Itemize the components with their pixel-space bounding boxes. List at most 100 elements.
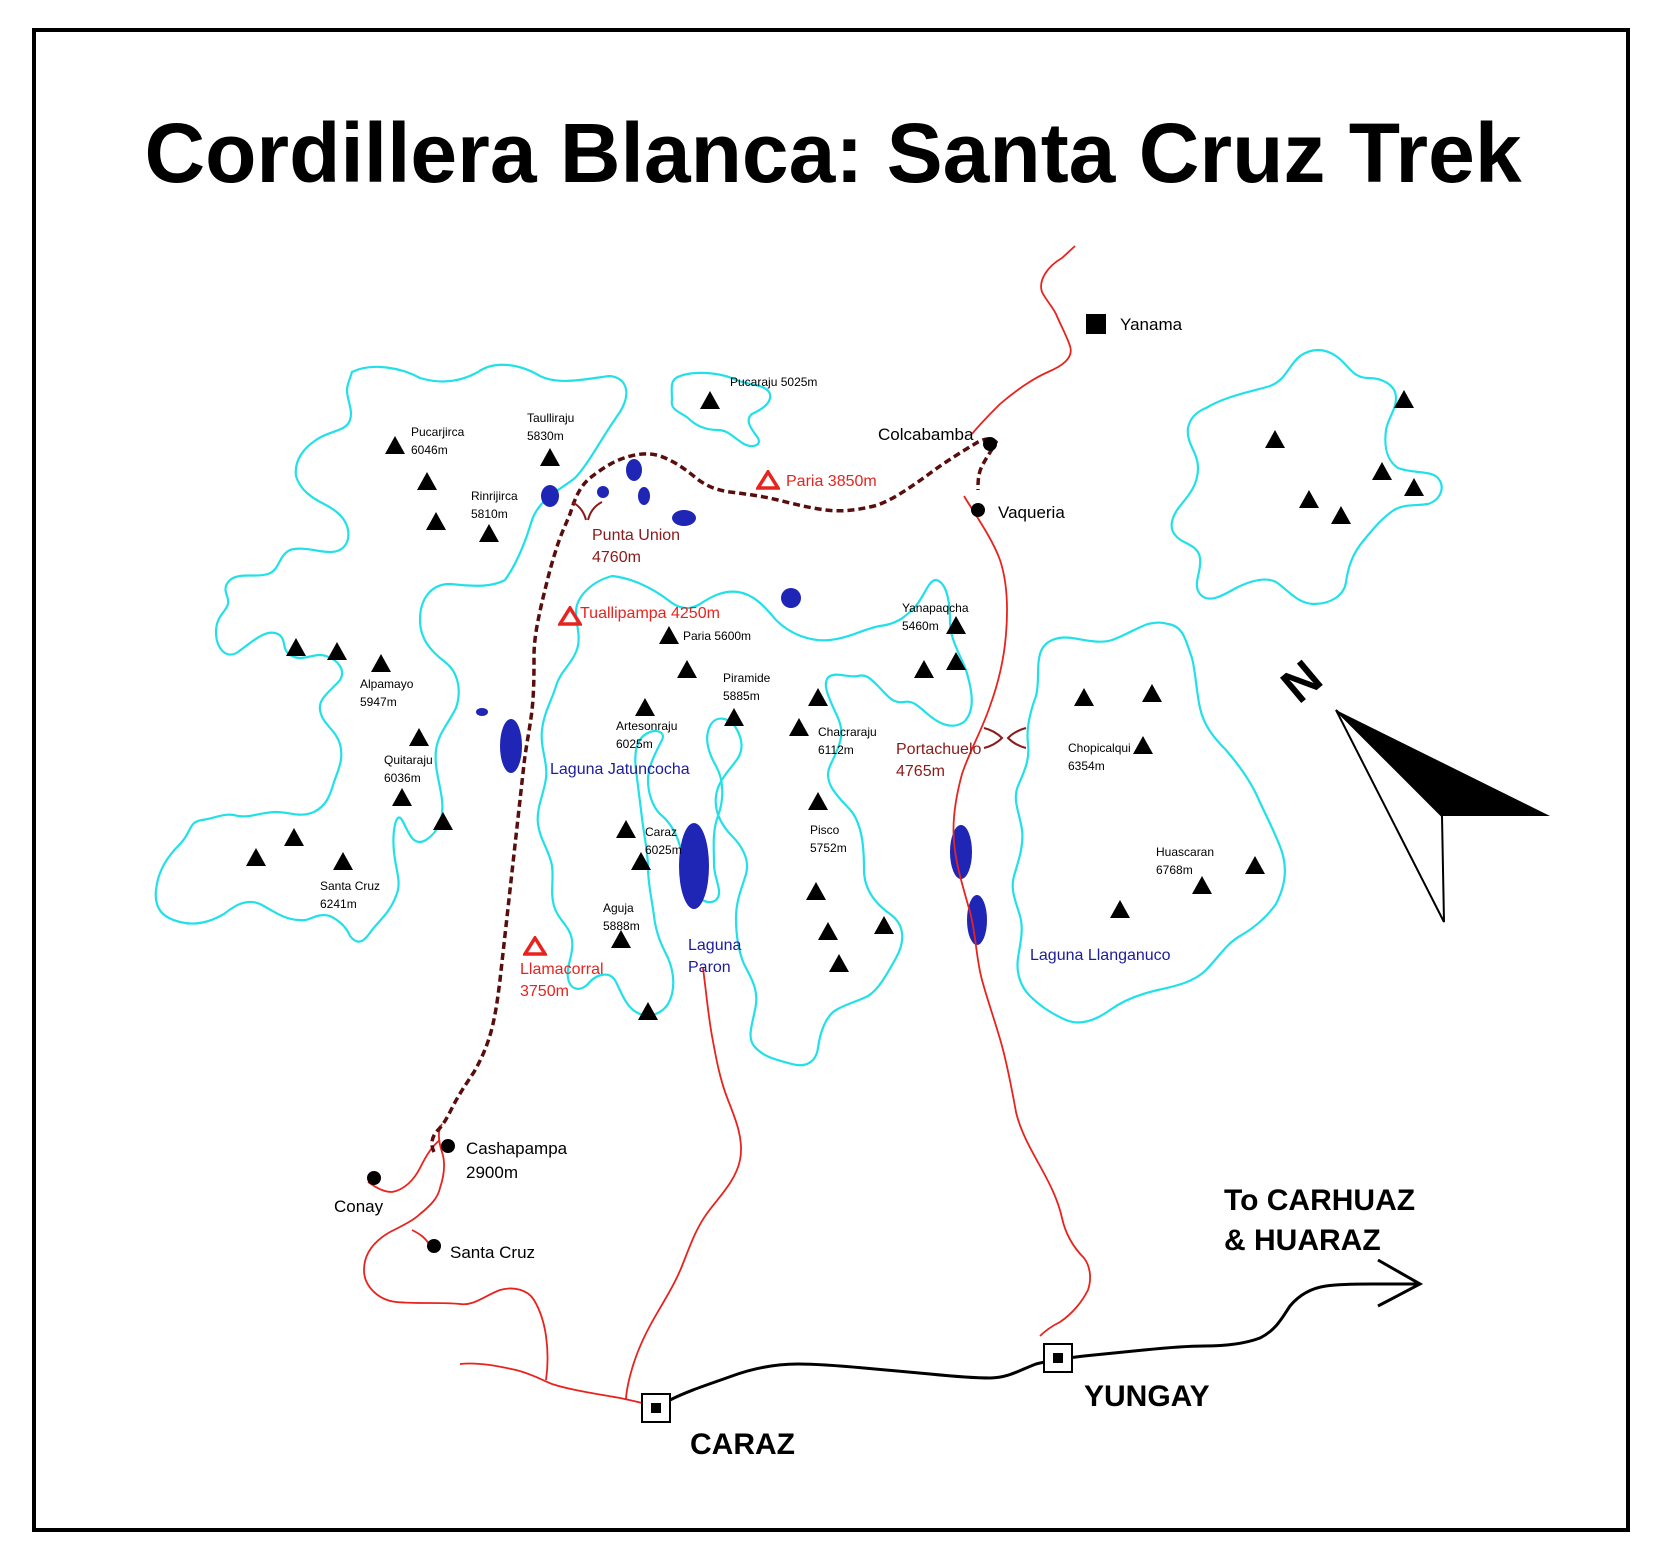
glacier-east-huascaran	[1011, 621, 1286, 1024]
peak-triangle-icon	[1372, 462, 1392, 480]
peak-name: Pisco	[810, 823, 840, 837]
lake-labels: Laguna Jatuncocha Laguna Paron Laguna Ll…	[550, 761, 1171, 976]
peak-name: Chopicalqui	[1068, 741, 1131, 755]
laguna-paron-water	[679, 823, 709, 909]
laguna-llanganuco-lower	[967, 895, 987, 945]
village-label: Colcabamba	[878, 425, 974, 444]
peak-label-paria: Paria 5600m	[683, 629, 751, 643]
pass-elev: 4760m	[592, 549, 641, 566]
peak-name: Pucarjirca	[411, 425, 465, 439]
peak-triangle-icon	[433, 812, 453, 830]
campsite-triangle-icon	[523, 936, 547, 956]
peak-triangle-icon	[638, 1002, 658, 1020]
pass-markers	[571, 501, 1027, 749]
peak-triangle-icon	[385, 436, 405, 454]
peak-triangle-icon	[1192, 876, 1212, 894]
peak-triangle-icon	[417, 472, 437, 490]
village-dot-icon	[971, 503, 985, 517]
village-elev: 2900m	[466, 1163, 518, 1182]
lake-label: Paron	[688, 959, 731, 976]
roads	[363, 245, 1091, 1405]
peak-elev: 6025m	[616, 737, 653, 751]
city-label: YUNGAY	[1084, 1380, 1210, 1413]
peak-labels: Pucaraju 5025m Pucarjirca 6046m Taullira…	[320, 375, 1214, 933]
road-yanama	[971, 245, 1076, 435]
peak-triangle-icon	[371, 654, 391, 672]
peak-triangle-icon	[540, 448, 560, 466]
peak-name: Alpamayo	[360, 677, 414, 691]
road-santa-cruz-spur	[411, 1229, 431, 1247]
peak-triangle-icon	[392, 788, 412, 806]
peak-name: Artesonraju	[616, 719, 677, 733]
peak-elev: 6046m	[411, 443, 448, 457]
mountain-pass-icon	[571, 501, 603, 521]
peak-elev: 6241m	[320, 897, 357, 911]
village-dot-icon	[427, 1239, 441, 1253]
peak-triangle-icon	[677, 660, 697, 678]
village-label: Cashapampa	[466, 1139, 568, 1158]
settlement-markers	[367, 314, 1106, 1423]
mountain-pass-icon	[983, 727, 1027, 749]
direction-arrowhead-icon	[1377, 1258, 1424, 1308]
peak-triangle-icon	[700, 391, 720, 409]
lake-label: Laguna Jatuncocha	[550, 761, 690, 778]
town-square-icon	[1086, 314, 1106, 334]
camp-label: Llamacorral	[520, 961, 604, 978]
peak-triangle-icon	[284, 828, 304, 846]
peak-triangle-icon	[616, 820, 636, 838]
road-llanganuco	[952, 495, 1091, 1337]
lake-label: Laguna Llanganuco	[1030, 947, 1171, 964]
glacier-outlines	[154, 348, 1443, 1067]
peak-triangle-icon	[724, 708, 744, 726]
peak-elev: 6036m	[384, 771, 421, 785]
peak-elev: 6354m	[1068, 759, 1105, 773]
peak-triangle-icon	[1142, 684, 1162, 702]
glacier-central	[536, 574, 973, 1067]
peak-triangle-icon	[659, 626, 679, 644]
road-cashapampa-spur	[363, 1123, 549, 1381]
village-label: Vaqueria	[998, 503, 1065, 522]
peak-triangle-icon	[874, 916, 894, 934]
north-arrow-icon: N	[1272, 651, 1550, 923]
road-paron	[625, 967, 742, 1401]
laguna-llanganuco-upper	[950, 825, 972, 879]
direction-label-line2: & HUARAZ	[1224, 1224, 1381, 1257]
peak-triangle-icon	[818, 922, 838, 940]
peak-triangle-icon	[246, 848, 266, 866]
peak-name: Aguja	[603, 901, 634, 915]
peak-elev: 5810m	[471, 507, 508, 521]
peak-triangle-icon	[1133, 736, 1153, 754]
village-label: Santa Cruz	[450, 1243, 535, 1262]
peak-elev: 5888m	[603, 919, 640, 933]
camp-label: Paria 3850m	[786, 473, 877, 490]
peak-triangle-icon	[808, 792, 828, 810]
pass-elev: 4765m	[896, 763, 945, 780]
peak-triangle-icon	[1110, 900, 1130, 918]
town-label: Yanama	[1120, 315, 1183, 334]
santa-cruz-trail	[430, 437, 999, 1153]
peak-elev: 5947m	[360, 695, 397, 709]
peak-triangle-icon	[286, 638, 306, 656]
peak-elev: 6025m	[645, 843, 682, 857]
peak-name: Yanapaqcha	[902, 601, 969, 615]
peak-triangle-icon	[1245, 856, 1265, 874]
north-label: N	[1272, 651, 1333, 714]
road-conay-spur	[367, 1139, 441, 1193]
camp-label: Tuallipampa 4250m	[580, 605, 720, 622]
peak-triangle-icon	[806, 882, 826, 900]
map-frame	[32, 28, 1630, 1532]
glacier-west	[154, 363, 628, 943]
peak-name: Santa Cruz	[320, 879, 380, 893]
peak-elev: 5752m	[810, 841, 847, 855]
glacier-pucaraju	[670, 371, 772, 448]
peak-elev: 6112m	[818, 743, 854, 757]
peak-triangle-icon	[1404, 478, 1424, 496]
laguna-jatuncocha-water	[500, 719, 522, 773]
peak-name: Rinrijirca	[471, 489, 518, 503]
road-caraz-west	[459, 1362, 647, 1405]
village-dot-icon	[367, 1171, 381, 1185]
city-label: CARAZ	[690, 1428, 795, 1461]
camp-labels: Paria 3850m Tuallipampa 4250m Llamacorra…	[520, 473, 877, 1000]
peak-triangle-icon	[914, 660, 934, 678]
